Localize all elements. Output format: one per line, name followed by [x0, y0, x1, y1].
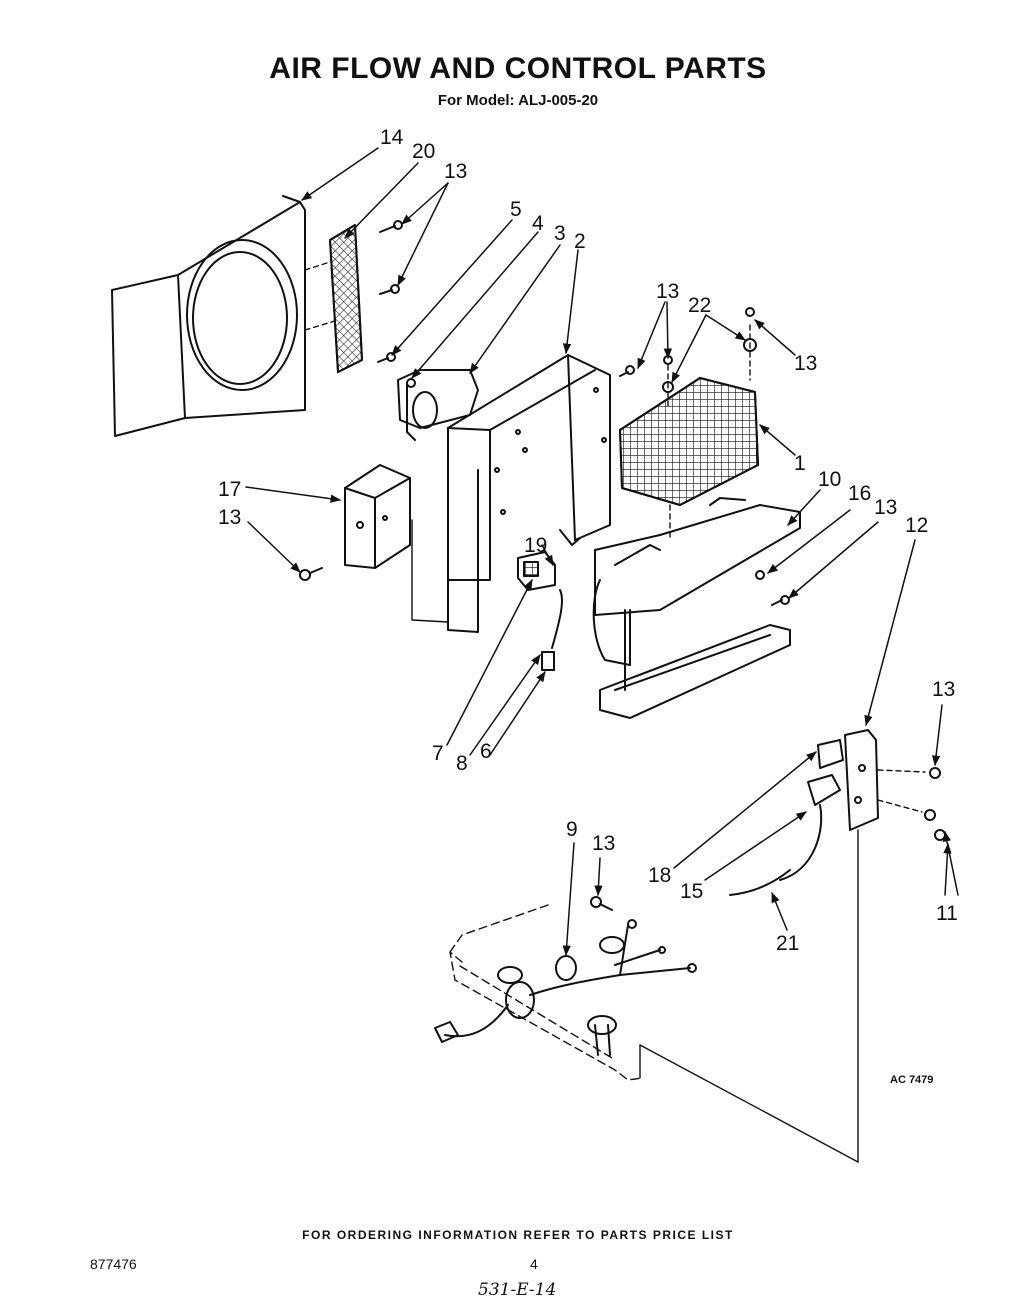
callout-13: 13 — [444, 160, 467, 183]
leader-lines — [245, 147, 959, 957]
callout-20: 20 — [412, 140, 435, 163]
callout-6: 6 — [480, 740, 492, 763]
callout-9: 9 — [566, 818, 578, 841]
part-10-blower-housing — [592, 497, 801, 719]
callout-18: 18 — [648, 864, 671, 887]
page-number: 4 — [530, 1256, 538, 1272]
callout-17: 17 — [218, 478, 241, 501]
callout-2: 2 — [574, 230, 586, 253]
callout-7: 7 — [432, 742, 444, 765]
base-pan-and-cord — [434, 896, 859, 1163]
ordering-note: FOR ORDERING INFORMATION REFER TO PARTS … — [302, 1228, 734, 1242]
callout-13: 13 — [932, 678, 955, 701]
part-14-front-shroud — [111, 195, 306, 437]
part-17-bracket — [299, 464, 411, 581]
callout-22: 22 — [688, 294, 711, 317]
document-number: 877476 — [90, 1256, 137, 1272]
callout-10: 10 — [818, 468, 841, 491]
part-3-capacitor — [397, 369, 479, 441]
callout-11: 11 — [936, 902, 958, 925]
screws-13-filter — [377, 220, 403, 363]
callout-labels: 14 20 13 5 4 3 2 13 22 13 1 10 16 13 12 … — [218, 126, 958, 955]
callout-13: 13 — [218, 506, 241, 529]
part-1-coil — [619, 307, 759, 506]
callout-5: 5 — [510, 198, 522, 221]
model-subtitle: For Model: ALJ-005-20 — [437, 92, 599, 109]
callout-13: 13 — [656, 280, 679, 303]
callout-12: 12 — [905, 514, 928, 537]
page-title: AIR FLOW AND CONTROL PARTS — [269, 52, 767, 85]
callout-14: 14 — [380, 126, 404, 149]
callout-21: 21 — [776, 932, 799, 955]
handwritten-note: 531-E-14 — [478, 1280, 557, 1300]
callout-13: 13 — [874, 496, 897, 519]
callout-13: 13 — [794, 352, 817, 375]
parts-18-15-21-controls — [729, 739, 844, 896]
part-2-fan-shroud — [411, 354, 611, 633]
callout-8: 8 — [456, 752, 468, 775]
callout-4: 4 — [532, 212, 544, 235]
callout-19: 19 — [524, 534, 547, 557]
callout-3: 3 — [554, 222, 566, 245]
screws-13-11-right — [877, 767, 946, 841]
callout-1: 1 — [794, 452, 806, 475]
callout-13: 13 — [592, 832, 615, 855]
part-20-filter-screen — [304, 224, 363, 373]
callout-16: 16 — [848, 482, 871, 505]
callout-15: 15 — [680, 880, 703, 903]
reference-code: AC 7479 — [890, 1074, 934, 1086]
part-12-control-panel — [844, 729, 879, 1163]
